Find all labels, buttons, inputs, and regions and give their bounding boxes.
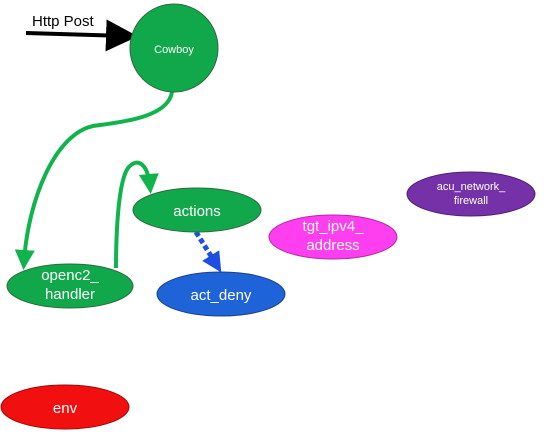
node-cowboy[interactable]: Cowboy bbox=[129, 3, 219, 93]
node-act-deny[interactable]: act_deny bbox=[156, 271, 286, 317]
node-actions-label: actions bbox=[173, 203, 221, 220]
node-openc2-handler[interactable]: openc2_ handler bbox=[6, 263, 134, 309]
node-env-label: env bbox=[53, 400, 78, 417]
node-actions[interactable]: actions bbox=[132, 187, 262, 233]
edge-openc2-handler-to-actions bbox=[114, 160, 159, 269]
node-tgt-ipv4-address[interactable]: tgt_ipv4_ address bbox=[268, 214, 398, 260]
node-act-deny-label: act_deny bbox=[191, 287, 252, 304]
node-openc2-handler-label-line1: openc2_ bbox=[41, 267, 99, 284]
http-post-label: Http Post bbox=[32, 13, 95, 30]
edge-cowboy-to-openc2-handler bbox=[14, 91, 174, 270]
node-cowboy-label: Cowboy bbox=[154, 44, 194, 56]
edge-actions-to-act-deny bbox=[193, 230, 222, 273]
http-post-arrow bbox=[25, 19, 138, 52]
node-env[interactable]: env bbox=[0, 384, 130, 430]
node-openc2-handler-label-line2: handler bbox=[45, 286, 95, 303]
node-tgt-ipv4-address-label-line2: address bbox=[306, 237, 359, 254]
node-acu-network-firewall[interactable]: acu_network_ firewall bbox=[406, 171, 536, 217]
node-tgt-ipv4-address-label-line1: tgt_ipv4_ bbox=[303, 218, 365, 235]
node-acu-network-firewall-label-line2: firewall bbox=[454, 195, 488, 207]
node-acu-network-firewall-label-line1: acu_network_ bbox=[437, 181, 506, 193]
